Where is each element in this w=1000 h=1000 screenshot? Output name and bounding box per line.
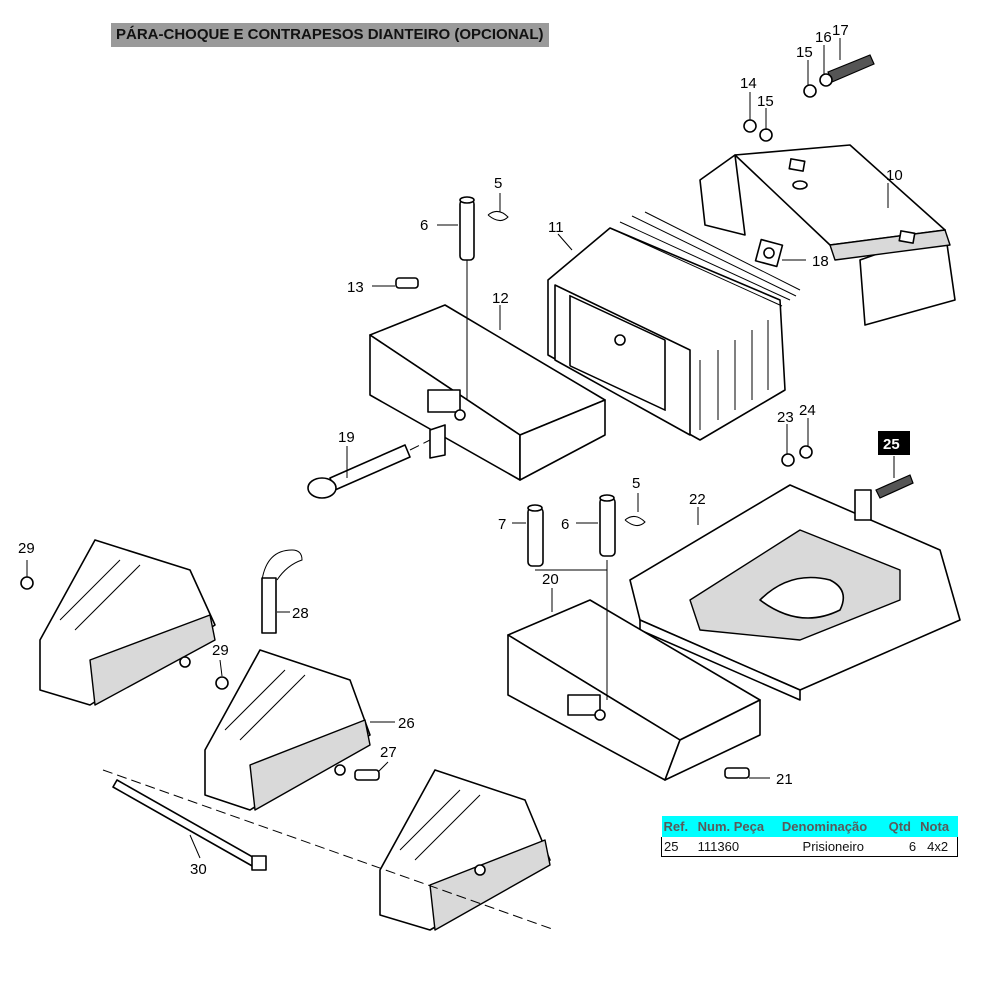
callout-12: 12 [492,290,509,307]
pin-part-28 [261,549,303,634]
parts-table: Ref. Num. Peça Denominação Qtd Nota 25 1… [660,816,959,857]
callout-14: 14 [740,75,757,92]
callout-29-middle: 29 [212,642,229,659]
pin-part-6-lower [599,494,616,557]
suitcase-weight-middle [204,649,371,811]
cell-name: Prisioneiro [779,837,887,857]
assembly-dashline [102,769,556,931]
callout-5-lower: 5 [632,475,640,492]
callout-23: 23 [777,409,794,426]
callout-22: 22 [689,491,706,508]
callout-6-lower: 6 [561,516,569,533]
counterweight-stack-11 [547,211,801,441]
header-num: Num. Peça [695,816,780,837]
clip-part-5-lower [624,516,646,526]
callout-5-upper: 5 [494,175,502,192]
callout-26: 26 [398,715,415,732]
cell-note: 4x2 [918,837,959,857]
bolt-part-13 [395,277,419,289]
pin-part-7 [527,504,544,567]
callout-7: 7 [498,516,506,533]
pin-part-6-upper [459,196,475,400]
callout-17: 17 [832,22,849,39]
bolts-14-17 [743,54,875,142]
callout-27: 27 [380,744,397,761]
header-note: Nota [918,816,958,837]
bumper-tray-20 [507,560,761,781]
callout-19: 19 [338,429,355,446]
callout-30: 30 [190,861,207,878]
rod-part-30 [112,779,267,871]
callout-18: 18 [812,253,829,270]
stud-part-25 [875,474,914,499]
nuts-23-24 [781,445,813,467]
bolt-part-21 [724,767,750,779]
frame-part-22 [629,484,961,701]
bumper-tray-12 [369,304,606,481]
cell-num: 111360 [695,837,780,857]
callout-25-highlight: 25 [878,431,910,455]
callout-21: 21 [776,771,793,788]
cell-ref: 25 [660,837,696,857]
callout-6-upper: 6 [420,217,428,234]
callout-20: 20 [542,571,559,588]
suitcase-weight-right [379,769,551,931]
callout-29-left: 29 [18,540,35,557]
nut-part-29-left [20,576,34,590]
header-name: Denominação [779,816,887,837]
callout-15-upper: 15 [796,44,813,61]
bracket-part-10 [699,144,956,326]
callout-11: 11 [548,219,564,236]
table-row[interactable]: 25 111360 Prisioneiro 6 4x2 [660,837,959,857]
callout-15-lower: 15 [757,93,774,110]
leader-lines [26,38,895,859]
bolt-part-19 [307,439,431,499]
callout-labels: 6 5 11 12 13 14 15 15 16 17 10 18 19 23 … [18,22,910,878]
bolt-part-27 [354,769,380,781]
header-qty: Qtd [886,816,919,837]
callout-16: 16 [815,29,832,46]
parts-table-header: Ref. Num. Peça Denominação Qtd Nota [661,816,958,837]
clip-part-5-upper [487,211,509,221]
callout-25: 25 [883,436,900,453]
callout-24: 24 [799,402,816,419]
header-ref: Ref. [661,816,696,837]
nut-part-29-middle [215,676,229,690]
cell-qty: 6 [886,837,919,857]
suitcase-weight-left [39,539,216,706]
callout-28: 28 [292,605,309,622]
callout-10: 10 [886,167,903,184]
callout-13: 13 [347,279,364,296]
diagram-title: PÁRA-CHOQUE E CONTRAPESOS DIANTEIRO (OPC… [111,23,549,47]
